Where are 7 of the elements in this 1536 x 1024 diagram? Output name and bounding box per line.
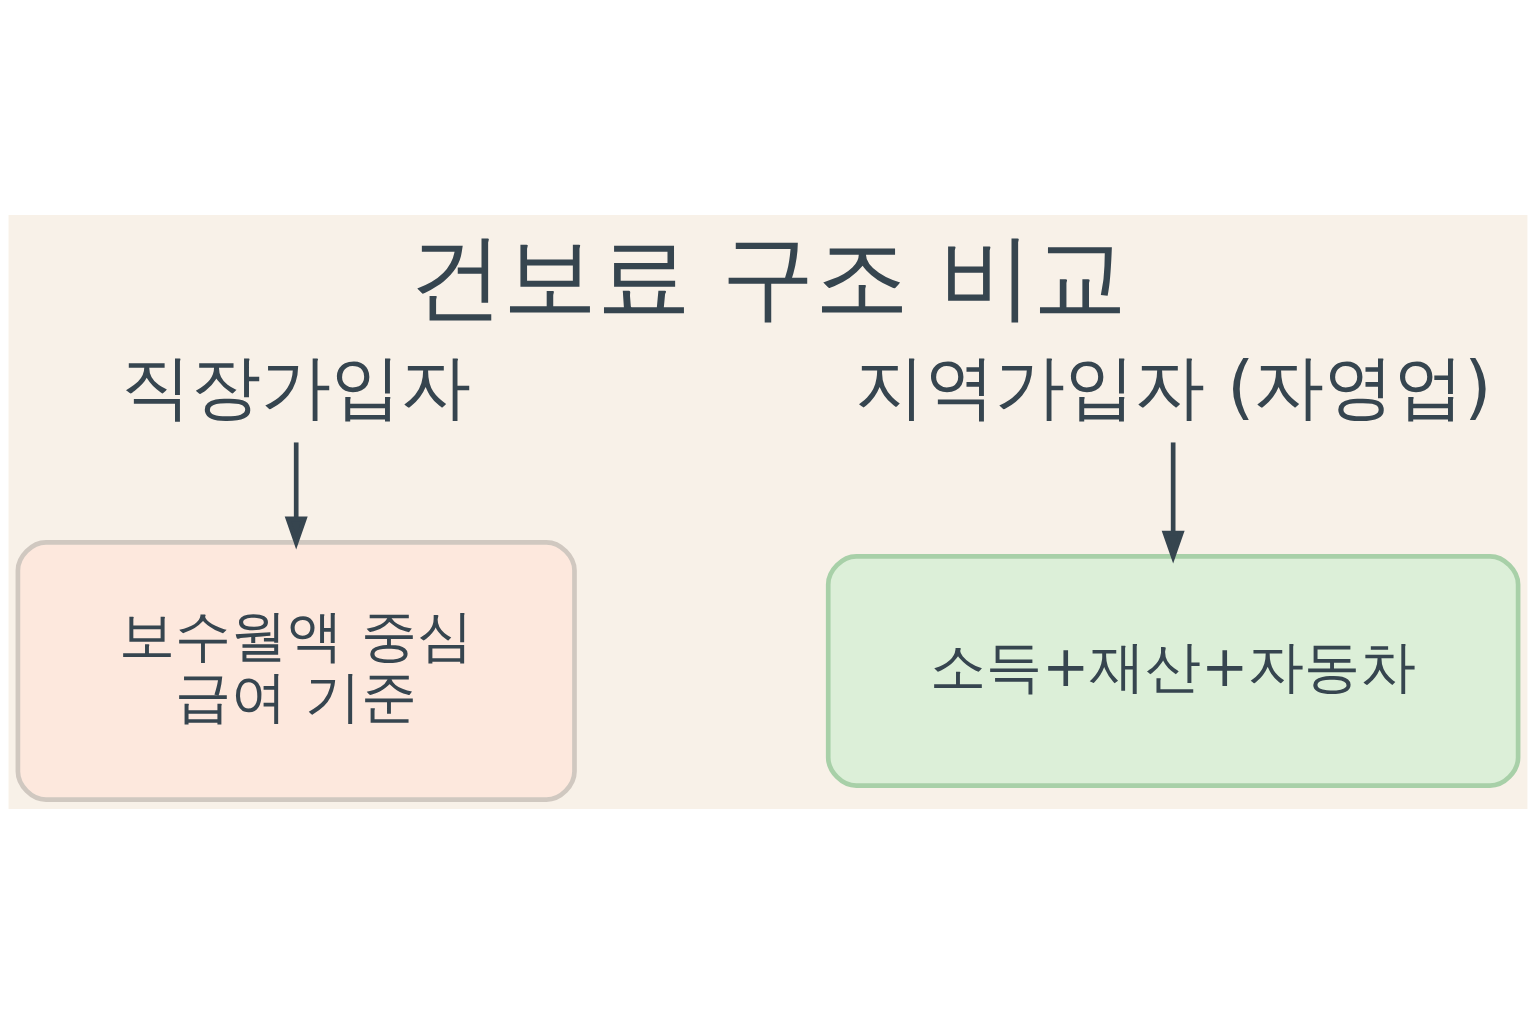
node-box: 보수월액 중심 급여 기준: [15, 540, 577, 802]
arrow: [284, 442, 308, 550]
arrow: [1161, 442, 1185, 564]
node-text: 직장가입자: [121, 346, 472, 429]
node-text: 지역가입자 (자영업): [854, 346, 1492, 429]
node-box: 소득+재산+자동차: [825, 554, 1521, 788]
diagram-title: 건보료 구조 비교: [409, 221, 1127, 331]
